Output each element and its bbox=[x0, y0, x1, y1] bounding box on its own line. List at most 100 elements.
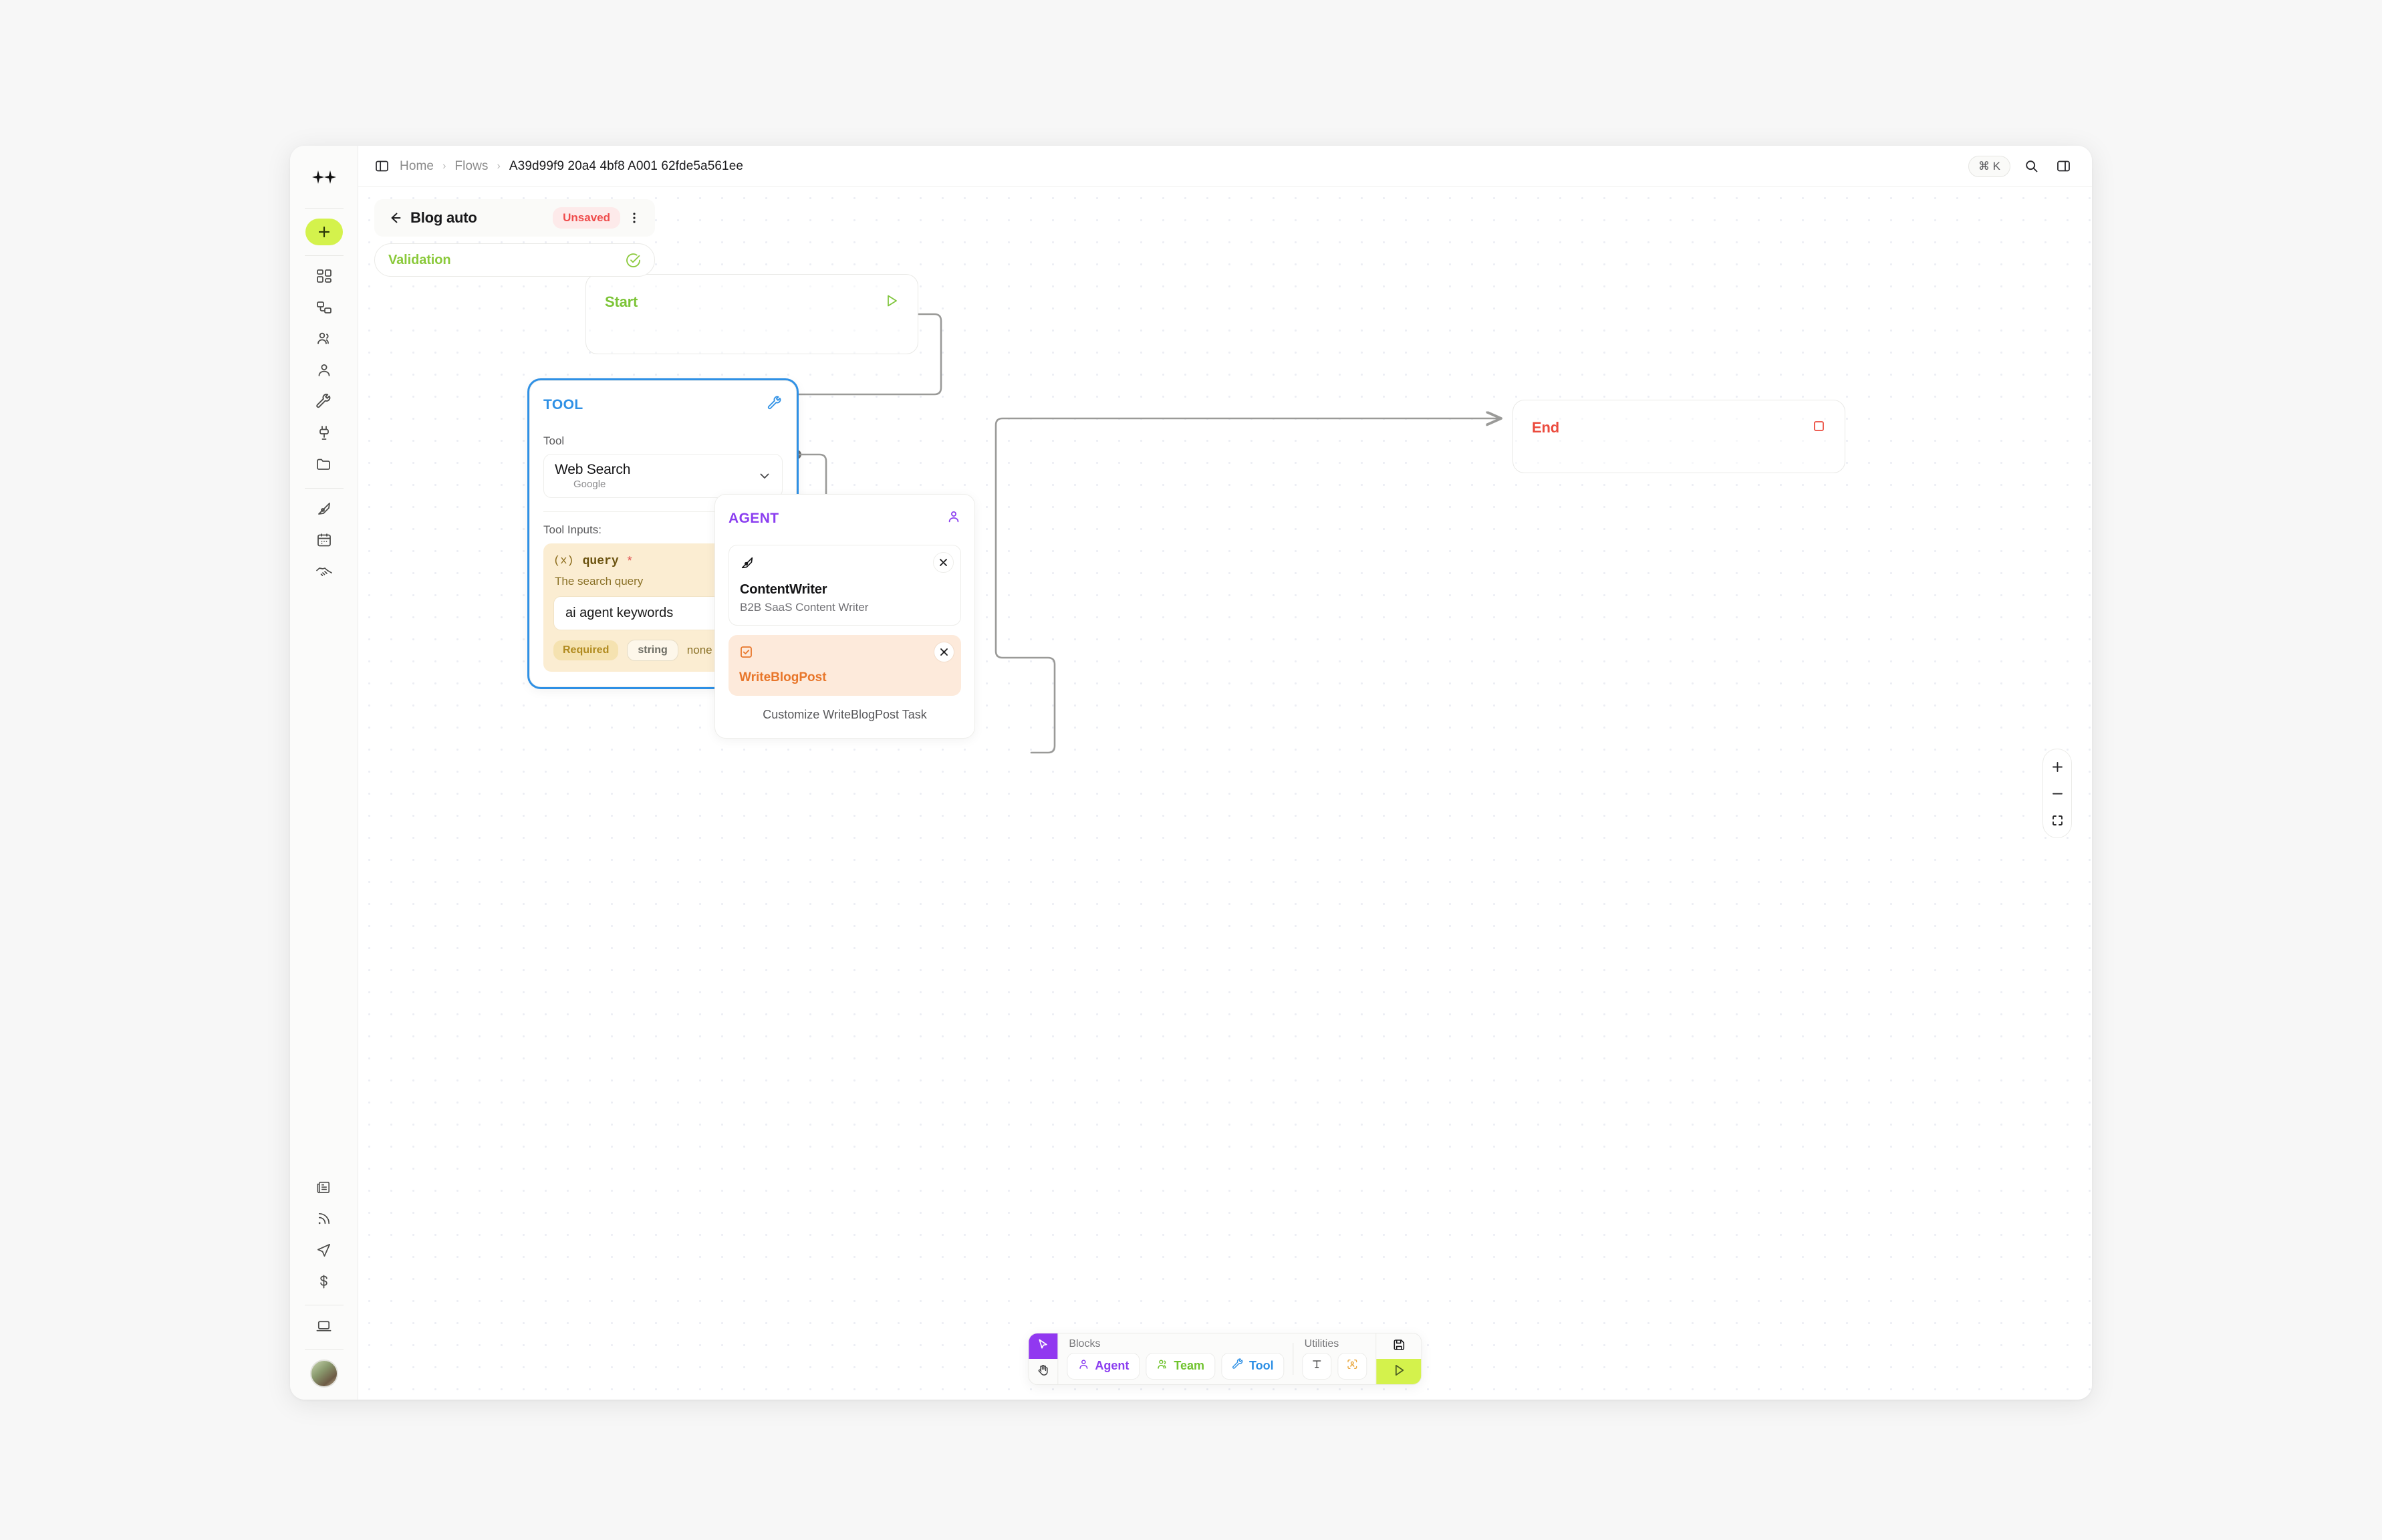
mode-pan-button[interactable] bbox=[1029, 1359, 1057, 1384]
node-tool-kind-label: TOOL bbox=[543, 397, 583, 412]
stop-square-icon bbox=[1812, 419, 1826, 436]
customize-task-link[interactable]: Customize WriteBlogPost Task bbox=[763, 708, 927, 721]
sidebar-item-flows[interactable] bbox=[305, 293, 343, 325]
text-tool-icon bbox=[1311, 1358, 1323, 1374]
breadcrumb-item-flows[interactable]: Flows bbox=[454, 158, 489, 173]
newspaper-icon bbox=[315, 1179, 332, 1199]
tag-default: none bbox=[686, 644, 712, 656]
agent-persona-title: ContentWriter bbox=[740, 582, 827, 597]
zoom-in-button[interactable] bbox=[2045, 755, 2069, 779]
agent-task-card[interactable]: WriteBlogPost bbox=[729, 635, 961, 696]
utilities-group: Utilities bbox=[1294, 1333, 1376, 1384]
validation-bar[interactable]: Validation bbox=[374, 243, 655, 277]
breadcrumb-separator: › bbox=[497, 160, 501, 172]
sparkles-logo-icon bbox=[306, 159, 342, 195]
search-icon[interactable] bbox=[2020, 155, 2042, 178]
tag-type: string bbox=[627, 640, 678, 661]
node-agent-kind-label: AGENT bbox=[729, 510, 779, 526]
tag-required: Required bbox=[553, 640, 619, 660]
breadcrumb-item-home[interactable]: Home bbox=[400, 158, 434, 173]
save-button[interactable] bbox=[1376, 1333, 1422, 1359]
agent-persona-card[interactable]: ContentWriter B2B SaaS Content Writer bbox=[729, 545, 961, 626]
sidebar-item-content[interactable] bbox=[305, 495, 343, 526]
tools-wrench-icon bbox=[315, 393, 333, 414]
agent-person-icon bbox=[1077, 1358, 1089, 1374]
sidebar-item-integrations[interactable] bbox=[305, 419, 343, 451]
run-button[interactable] bbox=[1376, 1359, 1422, 1384]
fit-view-button[interactable] bbox=[2045, 808, 2069, 832]
breadcrumb: Home › Flows › A39d99f9 20a4 4bf8 A001 6… bbox=[400, 159, 743, 174]
add-tool-block-button[interactable]: Tool bbox=[1221, 1352, 1285, 1380]
utilities-group-label: Utilities bbox=[1304, 1337, 1339, 1350]
calendar-icon bbox=[315, 531, 333, 552]
breadcrumb-separator: › bbox=[442, 160, 446, 172]
create-new-button[interactable] bbox=[305, 219, 343, 245]
zoom-controls bbox=[2042, 749, 2072, 838]
add-tool-block-label: Tool bbox=[1249, 1359, 1274, 1372]
close-icon[interactable] bbox=[933, 552, 954, 573]
tool-input-description: The search query bbox=[555, 575, 644, 588]
zoom-out-button[interactable] bbox=[2045, 781, 2069, 805]
pen-nib-icon bbox=[315, 500, 333, 521]
flow-edges bbox=[611, 313, 2092, 754]
flows-nodes-icon bbox=[315, 299, 333, 319]
node-agent-header: AGENT bbox=[729, 509, 961, 527]
command-k-badge[interactable]: ⌘ K bbox=[1968, 155, 2010, 177]
sidebar-item-feed[interactable] bbox=[305, 1204, 343, 1236]
sidebar-item-agents[interactable] bbox=[305, 356, 343, 388]
mode-select-button[interactable] bbox=[1029, 1333, 1058, 1359]
add-agent-block-button[interactable]: Agent bbox=[1067, 1352, 1140, 1380]
close-icon[interactable] bbox=[934, 642, 954, 662]
command-k-label: ⌘ K bbox=[1978, 159, 2000, 172]
kebab-menu-icon[interactable] bbox=[623, 207, 646, 229]
agent-person-icon bbox=[315, 362, 333, 382]
required-star-icon: * bbox=[627, 554, 632, 567]
handshake-icon bbox=[315, 563, 333, 584]
validation-label: Validation bbox=[388, 252, 451, 267]
run-play-icon bbox=[1392, 1363, 1406, 1381]
avatar[interactable] bbox=[309, 1360, 338, 1388]
sidebar-item-desktop[interactable] bbox=[305, 1311, 343, 1343]
sidebar-item-teams[interactable] bbox=[305, 325, 343, 356]
sidebar-item-news[interactable] bbox=[305, 1173, 343, 1204]
sidebar-item-send[interactable] bbox=[305, 1236, 343, 1267]
canvas-mode-column bbox=[1029, 1333, 1059, 1384]
node-end[interactable]: End bbox=[1512, 400, 1845, 473]
sidebar-item-deals[interactable] bbox=[305, 557, 343, 589]
node-start[interactable]: Start bbox=[585, 274, 918, 354]
page-title: Blog auto bbox=[410, 209, 477, 226]
sidebar-item-tools[interactable] bbox=[305, 388, 343, 419]
save-floppy-icon bbox=[1392, 1338, 1406, 1355]
rail-divider bbox=[304, 208, 344, 209]
node-divider bbox=[543, 511, 783, 512]
chevron-down-icon bbox=[758, 469, 771, 483]
add-text-button[interactable] bbox=[1302, 1352, 1332, 1380]
node-tool-header: TOOL bbox=[543, 396, 783, 414]
add-group-frame-button[interactable] bbox=[1337, 1352, 1367, 1380]
sidebar-item-billing[interactable] bbox=[305, 1267, 343, 1299]
breadcrumb-item-current: A39d99f9 20a4 4bf8 A001 62fde5a561ee bbox=[509, 158, 744, 173]
top-bar: Home › Flows › A39d99f9 20a4 4bf8 A001 6… bbox=[358, 146, 2092, 187]
rail-divider bbox=[304, 1349, 344, 1350]
sidebar-panel-icon[interactable] bbox=[370, 155, 393, 178]
right-panel-icon[interactable] bbox=[2052, 155, 2075, 178]
add-team-block-button[interactable]: Team bbox=[1146, 1352, 1216, 1380]
sidebar-item-calendar[interactable] bbox=[305, 526, 343, 557]
toolbar-divider bbox=[1293, 1343, 1294, 1375]
wrench-icon bbox=[1232, 1358, 1244, 1374]
team-people-icon bbox=[1156, 1358, 1168, 1374]
toolbar-actions bbox=[1375, 1333, 1422, 1384]
agent-task-title: WriteBlogPost bbox=[739, 670, 827, 684]
node-agent[interactable]: AGENT bbox=[714, 494, 975, 739]
sidebar-item-dashboard[interactable] bbox=[305, 262, 343, 293]
rail-divider bbox=[304, 488, 344, 489]
tool-select-dropdown[interactable]: Web Search Google bbox=[543, 454, 783, 498]
flow-canvas[interactable]: Blog auto Unsaved Validation bbox=[358, 187, 2092, 1400]
sidebar-item-files[interactable] bbox=[305, 451, 343, 482]
dashboard-grid-icon bbox=[315, 267, 333, 288]
node-start-label: Start bbox=[605, 293, 638, 310]
back-arrow-icon[interactable] bbox=[384, 207, 406, 229]
status-badge: Unsaved bbox=[553, 207, 620, 229]
hand-icon bbox=[1037, 1364, 1049, 1380]
main-column: Home › Flows › A39d99f9 20a4 4bf8 A001 6… bbox=[358, 146, 2092, 1400]
